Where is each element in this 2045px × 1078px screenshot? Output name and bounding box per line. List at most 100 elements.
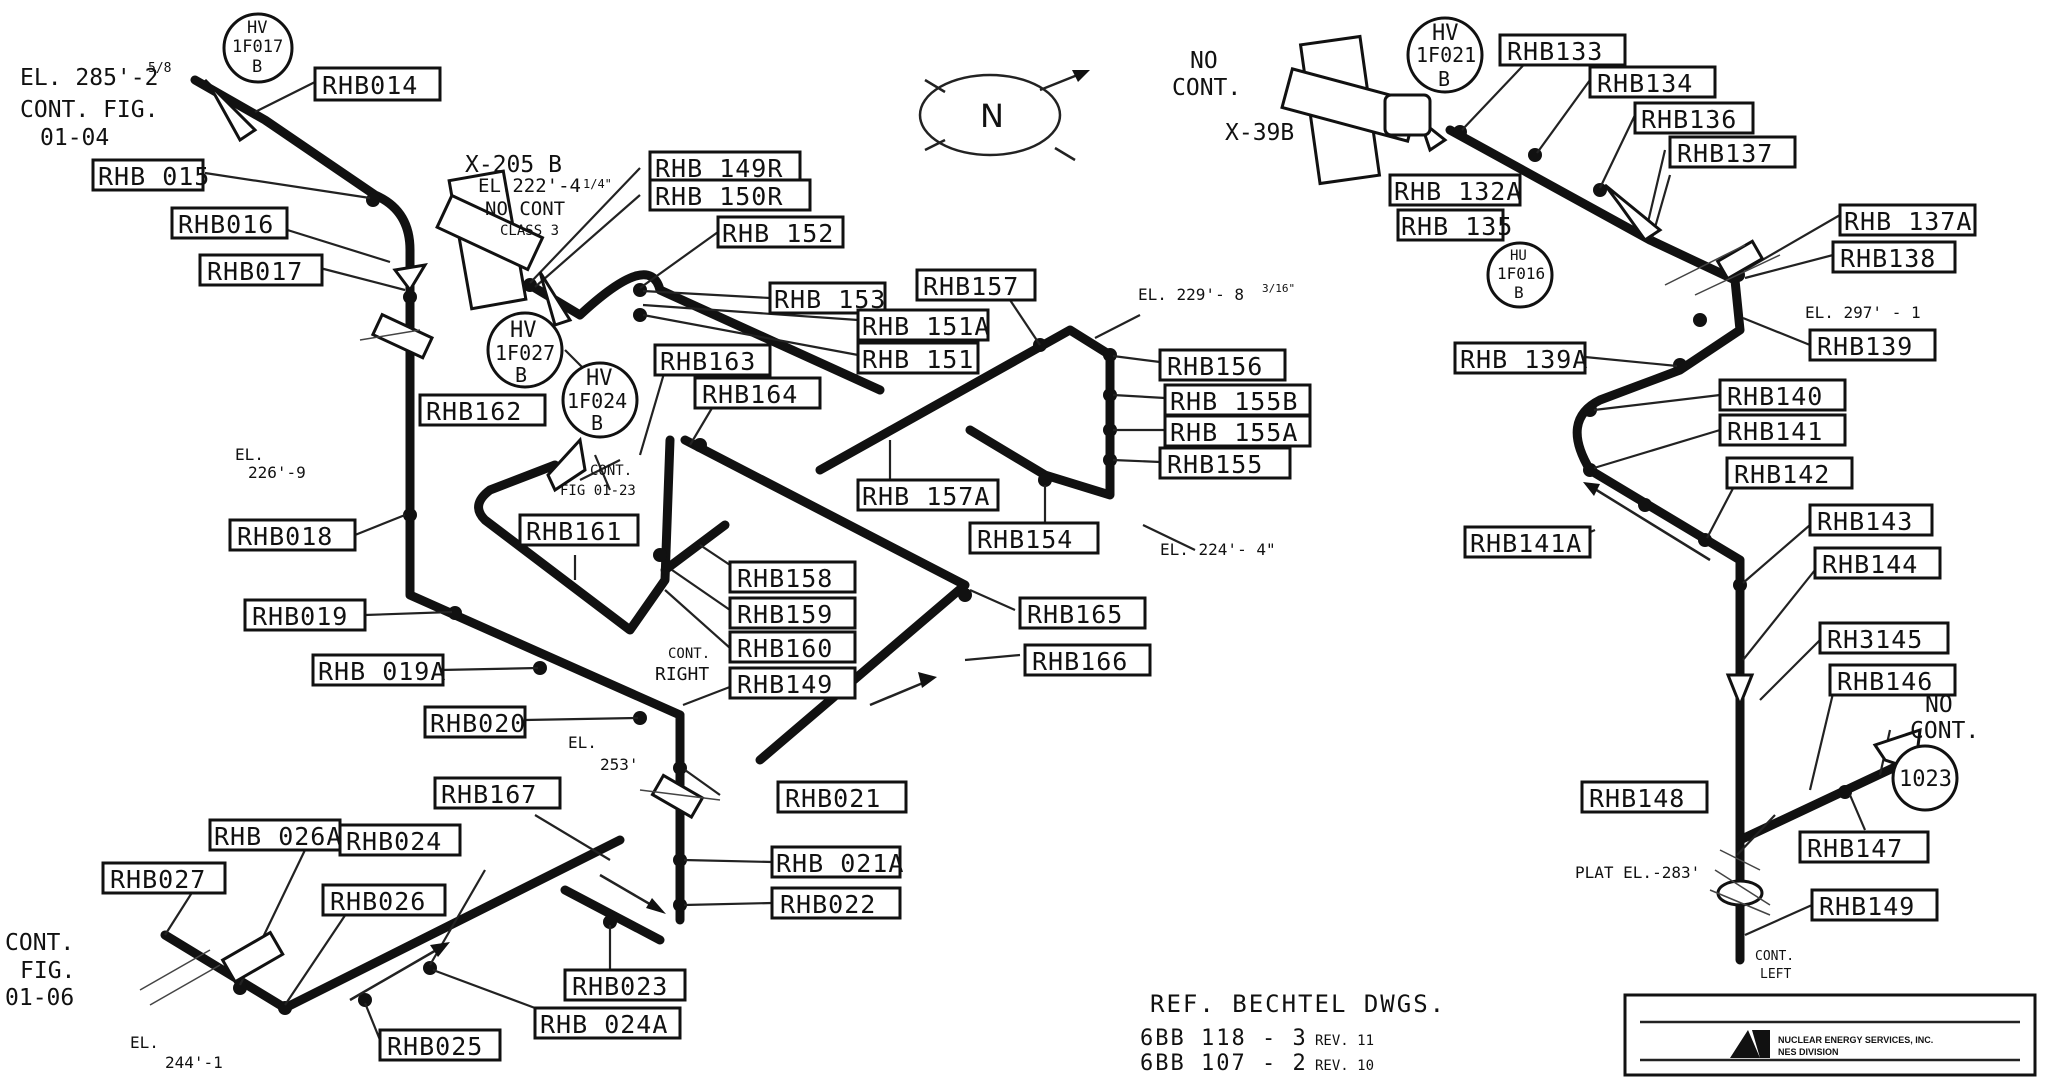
svg-text:HV: HV (510, 318, 537, 343)
svg-text:RHB139: RHB139 (1817, 332, 1913, 361)
tag-rhb153: RHB 153 (768, 281, 887, 315)
tag-rhb143: RHB143 (1808, 503, 1934, 537)
note-el-253-a: EL. (568, 733, 597, 752)
valve-hv1f024: HV 1F024 B (561, 361, 639, 439)
valve-hu1f016: HU 1F016 B (1486, 241, 1554, 309)
svg-text:B: B (252, 57, 262, 77)
tag-rhb157: RHB157 (915, 268, 1037, 302)
reference-drawings: REF. BECHTEL DWGS. 6BB 118 - 3 REV. 11 6… (1140, 990, 1444, 1076)
tag-rhb146: RHB146 (1828, 663, 1957, 697)
tag-rhb165: RHB165 (1018, 596, 1147, 630)
svg-text:RHB020: RHB020 (430, 709, 526, 738)
svg-text:B: B (515, 363, 527, 387)
sleeve-3 (220, 930, 285, 984)
svg-text:RHB141A: RHB141A (1470, 529, 1582, 558)
tag-rhb025: RHB025 (378, 1028, 502, 1062)
svg-text:RHB166: RHB166 (1032, 647, 1128, 676)
note-el-244-a: EL. (130, 1033, 159, 1052)
tag-rhb161: RHB161 (518, 513, 640, 547)
note-cont-left-a: CONT. (1755, 949, 1794, 964)
tag-rhb023: RHB023 (563, 968, 687, 1002)
tag-rhb020: RHB020 (423, 705, 527, 739)
note-no-cont-b: CONT. (1172, 75, 1241, 101)
svg-text:RHB155: RHB155 (1167, 450, 1263, 479)
svg-text:HV: HV (247, 18, 267, 38)
tag-rhb156: RHB156 (1158, 348, 1287, 382)
note-cont-fig-0104: CONT. FIG. (20, 97, 158, 123)
svg-text:1023: 1023 (1899, 767, 1952, 792)
svg-text:1F024: 1F024 (567, 389, 627, 413)
note-el-229-frac: 3/16" (1262, 282, 1295, 295)
note-x205b: X-205 B (465, 152, 562, 178)
svg-text:RHB021: RHB021 (785, 784, 881, 813)
tag-rhb026: RHB026 (321, 883, 447, 917)
title-division: NES DIVISION (1778, 1047, 1839, 1057)
tag-rhb152: RHB 152 (716, 215, 845, 249)
svg-text:RHB 152: RHB 152 (722, 219, 834, 248)
svg-text:RHB023: RHB023 (572, 972, 668, 1001)
reducer-left (392, 262, 428, 293)
tag-rhb155b: RHB 155B (1163, 383, 1312, 417)
note-cont-fig-0123-b: FIG 01-23 (560, 483, 636, 499)
note-cont-fig-0106-a: CONT. (5, 930, 74, 956)
tag-rhb147: RHB147 (1798, 830, 1930, 864)
note-el-222-frac: 1/4" (583, 177, 612, 191)
svg-text:RHB 139A: RHB 139A (1460, 345, 1588, 374)
note-el-229: EL. 229'- 8 (1138, 285, 1244, 304)
tag-rhb135: RHB 135 (1396, 208, 1513, 242)
tag-rhb024a: RHB 024A (533, 1006, 682, 1040)
tag-rhb019: RHB019 (243, 598, 367, 632)
note-el-285-frac: 5/8 (148, 61, 171, 76)
note-no-cont: NO CONT (485, 198, 565, 220)
sleeve-4 (1715, 239, 1765, 281)
svg-text:1F017: 1F017 (232, 37, 283, 57)
svg-text:RHB144: RHB144 (1822, 550, 1918, 579)
svg-text:RHB142: RHB142 (1734, 460, 1830, 489)
note-x39b: X-39B (1225, 120, 1294, 146)
tag-rhb149r: RHB 149R (648, 150, 802, 184)
svg-text:RHB019: RHB019 (252, 602, 348, 631)
sleeve-2 (650, 773, 705, 820)
penetrations (139, 34, 1781, 1006)
svg-text:RHB022: RHB022 (780, 890, 876, 919)
svg-text:RHB137: RHB137 (1677, 139, 1773, 168)
compass-label: N (980, 97, 1004, 135)
tag-rhb021a: RHB 021A (770, 845, 904, 879)
svg-text:RHB149: RHB149 (737, 670, 833, 699)
tag-rhb166: RHB166 (1023, 643, 1152, 677)
svg-text:RHB 135: RHB 135 (1401, 212, 1513, 241)
tag-rhb139: RHB139 (1808, 328, 1937, 362)
svg-text:RHB158: RHB158 (737, 564, 833, 593)
svg-text:1F016: 1F016 (1497, 264, 1545, 283)
svg-text:RHB136: RHB136 (1641, 105, 1737, 134)
svg-text:RHB025: RHB025 (387, 1032, 483, 1061)
tag-rhb149: RHB149 (728, 666, 857, 700)
tag-rhb141: RHB141 (1718, 413, 1847, 447)
tag-rhb160: RHB160 (728, 630, 857, 664)
tag-rhb149-left: RHB149 (1810, 888, 1939, 922)
reducer-right (1725, 673, 1755, 710)
tag-rhb148: RHB148 (1580, 780, 1709, 814)
svg-text:RHB154: RHB154 (977, 525, 1073, 554)
valve-symbols (203, 78, 1922, 773)
svg-text:RHB160: RHB160 (737, 634, 833, 663)
note-el-226-a: EL. (235, 445, 264, 464)
tag-rhb019a: RHB 019A (311, 653, 446, 687)
valve-hv1f027: HV 1F027 B (486, 311, 564, 389)
svg-text:1F021: 1F021 (1416, 43, 1476, 67)
north-compass: N (918, 70, 1090, 162)
svg-text:RHB 019A: RHB 019A (318, 657, 446, 686)
valve-hv1f017-body (203, 78, 258, 143)
tag-rhb155a: RHB 155A (1163, 414, 1312, 448)
svg-text:RHB146: RHB146 (1837, 667, 1933, 696)
ref-line-2-dwg: 6BB 107 - 2 (1140, 1051, 1308, 1076)
svg-text:RHB 155A: RHB 155A (1170, 418, 1298, 447)
svg-text:RHB143: RHB143 (1817, 507, 1913, 536)
tag-rhb145: RH3145 (1818, 621, 1950, 655)
note-cont-right-b: RIGHT (655, 664, 709, 685)
svg-text:RHB 021A: RHB 021A (776, 849, 904, 878)
svg-text:RHB165: RHB165 (1027, 600, 1123, 629)
svg-text:RHB156: RHB156 (1167, 352, 1263, 381)
sleeve-1 (370, 312, 435, 360)
platform-penetration (1716, 879, 1764, 907)
